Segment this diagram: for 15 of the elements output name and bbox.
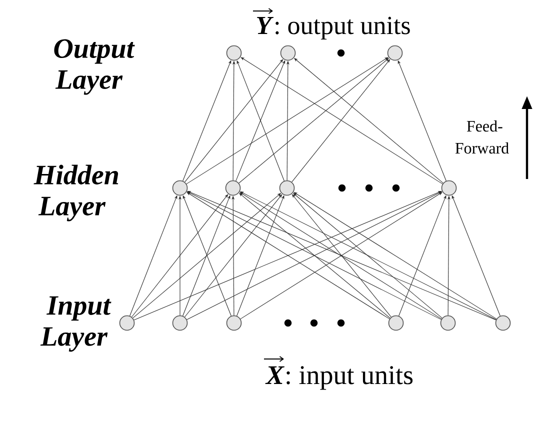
direction-label: Feed-Forward xyxy=(455,120,509,154)
axis-label: Y: output units xyxy=(257,16,410,40)
neuron-circle xyxy=(280,45,296,61)
neuron-circle xyxy=(226,45,242,61)
neuron-circle xyxy=(440,315,456,331)
neuron-circle xyxy=(387,45,403,61)
neuron-circle xyxy=(441,180,457,196)
neuron-circle xyxy=(172,180,188,196)
neuron-circle xyxy=(119,315,135,331)
layer-label: Output Layer xyxy=(54,39,135,95)
layer-label: Input Layer xyxy=(40,296,112,352)
neuron-circle xyxy=(495,315,511,331)
neuron-circle xyxy=(172,315,188,331)
layer-label: Hidden Layer xyxy=(34,164,118,222)
axis-label: X: input units xyxy=(265,366,413,390)
